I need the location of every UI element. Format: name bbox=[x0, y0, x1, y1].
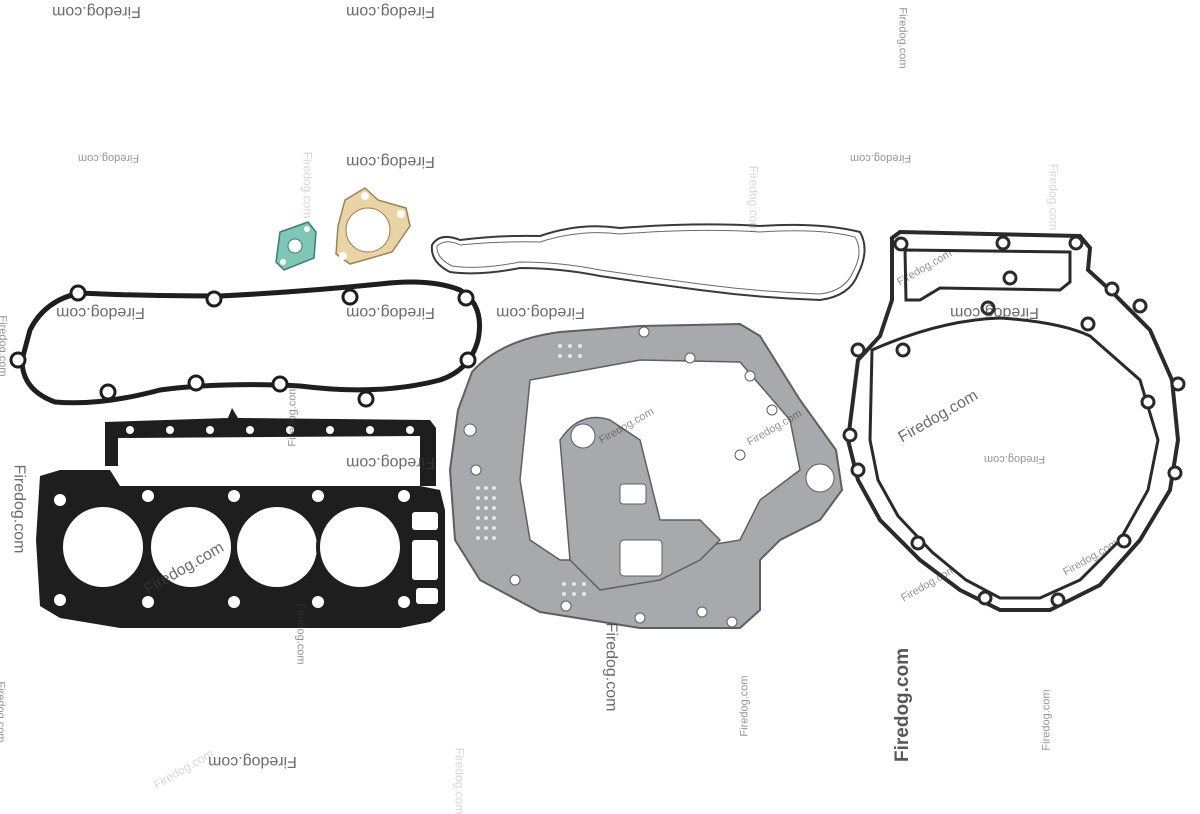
crankcase-cover-gasket bbox=[842, 229, 1186, 612]
rocker-cover-gasket-outline bbox=[430, 223, 866, 302]
head-gasket bbox=[36, 408, 445, 628]
small-green-gasket bbox=[275, 221, 317, 271]
metal-plate-gasket bbox=[448, 322, 844, 629]
valve-cover-gasket bbox=[9, 279, 482, 408]
paper-gasket bbox=[335, 187, 411, 265]
